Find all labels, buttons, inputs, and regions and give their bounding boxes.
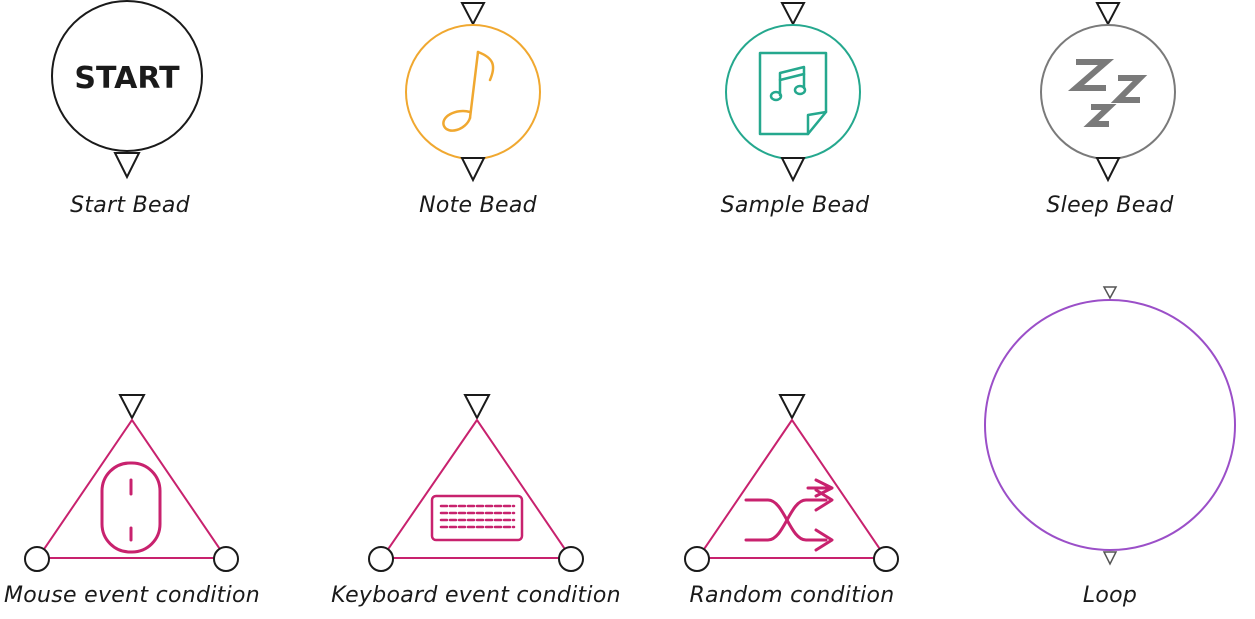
keyboard-condition-right-port <box>558 546 584 572</box>
start-bead-circle <box>51 0 203 152</box>
start-bead-caption: Start Bead <box>70 193 190 218</box>
loop-caption: Loop <box>1082 583 1138 608</box>
mouse-condition-triangle <box>36 418 228 559</box>
sample-bead-circle <box>725 24 861 160</box>
sleep-bead <box>1040 2 1176 183</box>
sleep-bead-circle <box>1040 24 1176 160</box>
sleep-bead-caption: Sleep Bead <box>1046 193 1174 218</box>
keyboard-condition-left-port <box>368 546 394 572</box>
mouse-condition-right-port <box>213 546 239 572</box>
mouse-condition <box>24 394 239 572</box>
note-bead-output-port <box>460 157 486 183</box>
shuffle-icon <box>744 478 834 552</box>
mouse-icon <box>100 461 162 554</box>
mouse-condition-input-port <box>118 394 146 421</box>
sample-file-icon <box>758 51 828 136</box>
mouse-condition-caption: Mouse event condition <box>3 583 261 608</box>
random-condition-triangle <box>696 418 888 559</box>
start-bead-output-port <box>113 152 141 180</box>
sleep-bead-output-port <box>1095 157 1121 183</box>
sleep-zzz-icon <box>1067 59 1148 127</box>
note-bead <box>405 2 541 183</box>
note-bead-input-port <box>460 2 486 27</box>
loop-input-port <box>1102 286 1118 300</box>
random-condition-input-port <box>778 394 806 421</box>
music-note-icon <box>442 50 495 132</box>
sample-bead-input-port <box>780 2 806 27</box>
sample-bead <box>725 2 861 183</box>
loop <box>984 286 1236 566</box>
loop-circle <box>984 299 1236 551</box>
random-condition-caption: Random condition <box>689 583 895 608</box>
note-bead-caption: Note Bead <box>419 193 537 218</box>
random-condition-left-port <box>684 546 710 572</box>
sample-bead-caption: Sample Bead <box>720 193 870 218</box>
keyboard-condition-input-port <box>463 394 491 421</box>
keyboard-icon <box>430 494 524 542</box>
start-bead: START <box>51 0 203 180</box>
random-condition-right-port <box>873 546 899 572</box>
sleep-bead-input-port <box>1095 2 1121 27</box>
keyboard-condition-caption: Keyboard event condition <box>331 583 621 608</box>
loop-output-port <box>1102 551 1118 566</box>
keyboard-condition-triangle <box>380 418 573 559</box>
random-condition <box>684 394 899 572</box>
mouse-condition-left-port <box>24 546 50 572</box>
keyboard-condition <box>368 394 584 572</box>
start-bead-text: START <box>74 61 180 96</box>
sample-bead-output-port <box>780 157 806 183</box>
